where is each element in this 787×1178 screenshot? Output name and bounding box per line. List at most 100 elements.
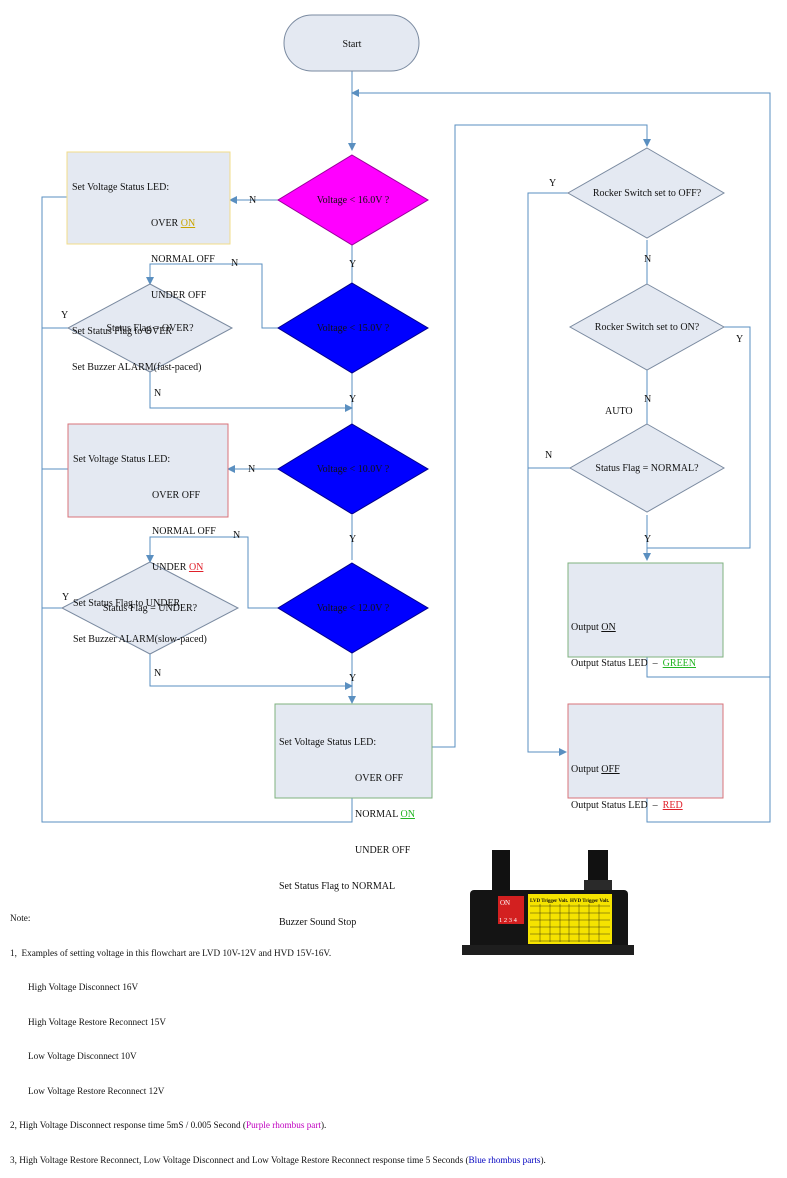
decision-d2: [277, 282, 429, 374]
device-switch-nums: 1 2 3 4: [499, 917, 518, 924]
box-normal-text: Set Voltage Status LED: OVER OFF NORMAL …: [279, 713, 415, 941]
box-over-line: NORMAL OFF: [151, 254, 215, 265]
label-no: N: [644, 394, 651, 405]
box-normal-line: UNDER OFF: [355, 845, 411, 856]
box-output-on-text: Output ON Output Status LED – GREEN: [571, 598, 696, 682]
note-line: 2, High Voltage Disconnect response time…: [10, 1120, 546, 1132]
note-purple-highlight: Purple rhombus part: [245, 1120, 321, 1130]
box-output-off: [567, 703, 724, 799]
output-state: ON: [601, 622, 616, 633]
output-label: Output: [571, 764, 602, 775]
note-block: Note: 1, Examples of setting voltage in …: [10, 890, 546, 1178]
output-label: Output: [571, 622, 602, 633]
device-lvd-label: LVD Trigger Volt.: [530, 899, 569, 904]
led-under-label: UNDER: [152, 562, 189, 573]
box-over-text: Set Voltage Status LED: OVER ON NORMAL O…: [72, 158, 215, 386]
box-under-line: NORMAL OFF: [152, 526, 216, 537]
decision-d4-label: Voltage < 12.0V ?: [317, 603, 390, 614]
decision-flag-over-label: Status Flag = OVER?: [106, 323, 194, 334]
connector: [149, 654, 353, 690]
note-line: 1, Examples of setting voltage in this f…: [10, 947, 332, 958]
box-under: [67, 423, 229, 518]
decision-flag-normal: [568, 423, 726, 513]
label-yes: Y: [349, 534, 356, 545]
decision-flag-normal-label: Status Flag = NORMAL?: [595, 463, 699, 474]
device-label-panel: [528, 894, 612, 944]
output-state: OFF: [601, 764, 620, 775]
decision-flag-under-label: Status Flag = UNDER?: [103, 603, 198, 614]
start-label: Start: [343, 39, 362, 50]
decision-rocker-on: [568, 283, 726, 371]
box-output-off-text: Output OFF Output Status LED – RED: [571, 740, 683, 824]
label-auto: AUTO: [605, 406, 633, 417]
note-title: Note:: [10, 913, 31, 923]
label-no: N: [154, 388, 161, 399]
label-no: N: [231, 258, 238, 269]
note-line: 3, High Voltage Restore Reconnect, Low V…: [10, 1155, 546, 1167]
decision-rocker-on-label: Rocker Switch set to ON?: [595, 322, 700, 333]
box-over-line: UNDER OFF: [151, 290, 207, 301]
box-over: [66, 151, 231, 245]
box-under-text: Set Voltage Status LED: OVER OFF NORMAL …: [73, 430, 216, 658]
connector: [351, 89, 771, 823]
connector: [146, 263, 278, 329]
decision-d3: [277, 423, 429, 515]
box-output-on: [567, 562, 724, 658]
label-no: N: [233, 530, 240, 541]
device-cable-right-cap: [584, 880, 612, 890]
connector: [146, 536, 278, 609]
connector: [149, 372, 353, 412]
decision-d1-label: Voltage < 16.0V ?: [317, 195, 390, 206]
output-off-line: Output Status LED – RED: [571, 800, 683, 812]
label-no: N: [545, 450, 552, 461]
box-under-line: Set Status Flag to UNDER: [73, 598, 181, 609]
output-on-line: Output ON: [571, 622, 696, 634]
box-normal-line: Set Voltage Status LED:: [279, 737, 377, 748]
box-under-line: UNDER ON: [73, 562, 216, 574]
decision-rocker-off-label: Rocker Switch set to OFF?: [593, 188, 702, 199]
device-hvd-label: HVD Trigger Volt.: [570, 899, 610, 904]
label-no: N: [248, 464, 255, 475]
decision-flag-over: [66, 283, 234, 373]
note-blue-highlight: Blue rhombus parts: [468, 1154, 541, 1165]
box-under-line: Set Voltage Status LED:: [73, 454, 171, 465]
label-yes: Y: [644, 534, 651, 545]
note-line: High Voltage Disconnect 16V: [28, 982, 139, 992]
label-yes: Y: [349, 673, 356, 684]
box-under-line: Set Buzzer ALARM(slow-paced): [73, 634, 207, 645]
note-line: Low Voltage Disconnect 10V: [28, 1051, 137, 1061]
start-terminal: [283, 14, 420, 72]
label-yes: Y: [349, 394, 356, 405]
decision-d3-label: Voltage < 10.0V ?: [317, 464, 390, 475]
note-line: Low Voltage Restore Reconnect 12V: [28, 1085, 165, 1096]
box-normal-line: Buzzer Sound Stop: [279, 917, 357, 928]
note-text: ).: [320, 1120, 327, 1130]
flowchart-canvas: Start Voltage < 16.0V ? Voltage < 15.0V …: [41, 14, 771, 823]
device-cable-right: [588, 850, 608, 888]
device-image: ON 1 2 3 4 LVD Trigger Volt. HVD Trigger…: [462, 850, 634, 955]
device-base: [462, 945, 634, 955]
note-text: ).: [540, 1154, 546, 1165]
led-on-highlight: ON: [188, 562, 204, 573]
box-normal-line: NORMAL ON: [279, 809, 415, 821]
led-normal-label: NORMAL: [355, 809, 401, 820]
decision-d1: [277, 154, 429, 246]
label-no: N: [249, 195, 256, 206]
label-yes: Y: [349, 259, 356, 270]
label-yes: Y: [736, 334, 743, 345]
led-on-highlight: ON: [180, 218, 196, 229]
box-under-line: OVER OFF: [152, 490, 201, 501]
box-normal: [274, 703, 433, 799]
device-cable-left: [492, 850, 510, 890]
label-no: N: [154, 668, 161, 679]
label-yes: Y: [62, 592, 69, 603]
device-dip-switch: [498, 896, 524, 924]
label-yes: Y: [61, 310, 68, 321]
output-on-line: Output Status LED – GREEN: [571, 658, 696, 670]
box-over-line: Set Status Flag to OVER: [72, 326, 173, 337]
label-yes: Y: [549, 178, 556, 189]
box-over-line: Set Buzzer ALARM(fast-paced): [72, 362, 202, 373]
decision-flag-under: [60, 561, 240, 655]
led-over-label: OVER: [151, 218, 181, 229]
led-on-highlight: ON: [400, 809, 415, 820]
